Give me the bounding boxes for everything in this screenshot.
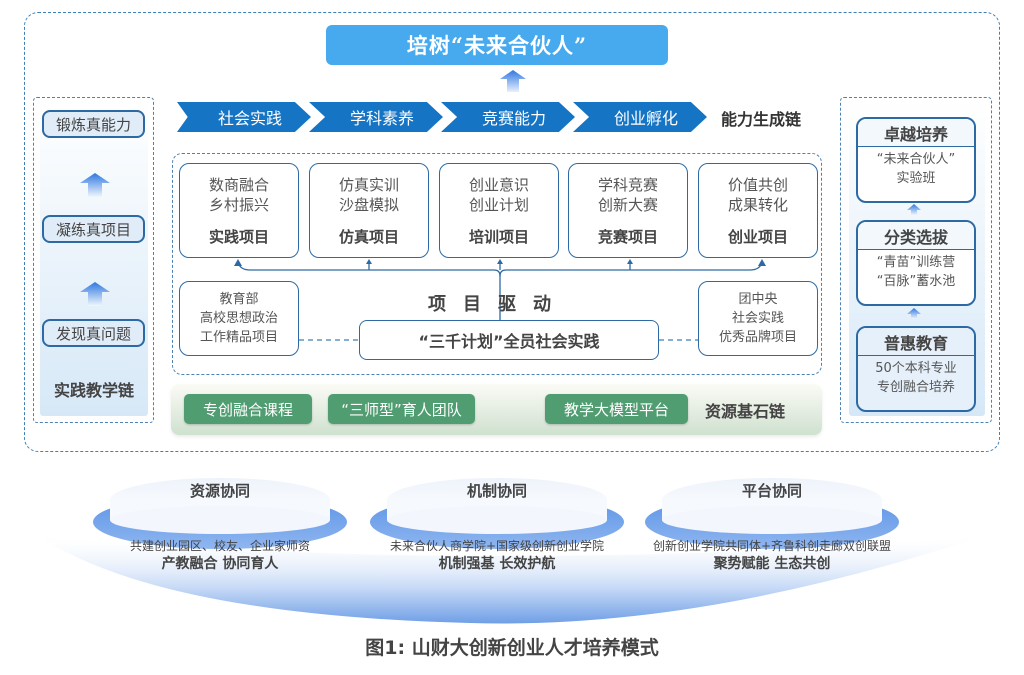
practice-item-project: 凝练真项目 bbox=[42, 215, 145, 243]
chain-step-incubation: 创业孵化 bbox=[573, 102, 707, 132]
project-line: 乡村振兴 bbox=[208, 196, 269, 214]
moe-project-card: 教育部 高校思想政治 工作精品项目 bbox=[179, 281, 299, 356]
talent-chain-frame bbox=[840, 97, 992, 423]
talent-card-selection: 分类选拔 “青苗”训练营 “百脉”蓄水池 bbox=[856, 220, 976, 306]
card-line: 社会实践 bbox=[731, 311, 784, 326]
project-line: 仿真实训 bbox=[338, 176, 399, 194]
talent-card-line: 50个本科专业 bbox=[875, 361, 957, 376]
arrow-up-icon bbox=[80, 282, 110, 306]
synergy-bold-resource: 产教融合 协同育人 bbox=[161, 556, 279, 572]
project-line: 学科竞赛 bbox=[597, 176, 658, 194]
practice-chain-bg bbox=[40, 100, 148, 416]
resource-team: “三师型”育人团队 bbox=[328, 394, 475, 424]
synergy-bold-platform: 聚势赋能 生态共创 bbox=[713, 556, 831, 572]
talent-card-inclusive: 普惠教育 50个本科专业 专创融合培养 bbox=[856, 326, 976, 412]
arrow-up-icon bbox=[80, 173, 110, 197]
practice-chain-label: 实践教学链 bbox=[53, 381, 134, 400]
cyl-project-card: 团中央 社会实践 优秀品牌项目 bbox=[698, 281, 818, 356]
talent-card-line: 实验班 bbox=[896, 171, 936, 186]
project-card-competition: 学科竞赛 创新大赛 竞赛项目 bbox=[568, 163, 688, 258]
talent-card-title: 普惠教育 bbox=[858, 328, 974, 356]
outer-frame bbox=[24, 12, 1000, 452]
talent-card-title: 分类选拔 bbox=[858, 222, 974, 250]
synergy-title-resource: 资源协同 bbox=[189, 482, 250, 500]
ability-chain: 社会实践 学科素养 竞赛能力 创业孵化 bbox=[177, 102, 707, 132]
synergy-sub-resource: 共建创业园区、校友、企业家师资 bbox=[129, 539, 310, 553]
synergy-sub-platform: 创新创业学院共同体+齐鲁科创走廊双创联盟 bbox=[652, 539, 892, 553]
resource-course: 专创融合课程 bbox=[184, 394, 312, 424]
chain-step-competition: 竞赛能力 bbox=[441, 102, 575, 132]
project-line: 成果转化 bbox=[727, 196, 788, 214]
card-line: 工作精品项目 bbox=[199, 330, 278, 345]
project-card-practice: 数商融合 乡村振兴 实践项目 bbox=[179, 163, 299, 258]
synergy-base bbox=[40, 478, 980, 624]
arrow-up-icon bbox=[500, 70, 526, 92]
project-line: 数商融合 bbox=[208, 176, 269, 194]
project-line: 创新大赛 bbox=[597, 196, 658, 214]
project-type: 实践项目 bbox=[208, 228, 269, 246]
project-type: 竞赛项目 bbox=[597, 228, 658, 246]
project-drive-label: 项目驱动 bbox=[428, 294, 568, 315]
project-type: 仿真项目 bbox=[338, 228, 399, 246]
project-type: 创业项目 bbox=[727, 228, 788, 246]
card-line: 教育部 bbox=[219, 292, 259, 307]
project-card-simulation: 仿真实训 沙盘模拟 仿真项目 bbox=[309, 163, 429, 258]
talent-card-title: 卓越培养 bbox=[858, 119, 974, 147]
resource-chain-label: 资源基石链 bbox=[705, 402, 786, 421]
synergy-title-platform: 平台协同 bbox=[741, 482, 802, 500]
chain-step-discipline: 学科素养 bbox=[309, 102, 443, 132]
project-frame bbox=[172, 153, 822, 375]
synergy-title-mechanism: 机制协同 bbox=[466, 482, 527, 500]
talent-card-line: “青苗”训练营 bbox=[876, 255, 956, 270]
card-line: 团中央 bbox=[738, 292, 778, 307]
ability-chain-label: 能力生成链 bbox=[721, 110, 802, 129]
practice-item-problem: 发现真问题 bbox=[42, 319, 145, 347]
project-line: 创业意识 bbox=[468, 176, 529, 194]
talent-card-line: “百脉”蓄水池 bbox=[876, 274, 956, 289]
practice-item-ability: 锻炼真能力 bbox=[42, 110, 145, 138]
talent-card-line: “未来合伙人” bbox=[876, 152, 956, 167]
project-type: 培训项目 bbox=[468, 228, 529, 246]
arrow-up-icon bbox=[907, 204, 921, 215]
card-line: 高校思想政治 bbox=[199, 311, 278, 326]
card-line: 优秀品牌项目 bbox=[718, 330, 797, 345]
practice-chain-frame bbox=[33, 97, 154, 423]
page-title: 培树“未来合伙人” bbox=[326, 25, 668, 65]
project-card-venture: 价值共创 成果转化 创业项目 bbox=[698, 163, 818, 258]
arrow-up-icon bbox=[907, 308, 921, 319]
talent-card-line: 专创融合培养 bbox=[876, 380, 955, 395]
disc-platform bbox=[645, 478, 899, 549]
project-card-training: 创业意识 创业计划 培训项目 bbox=[439, 163, 559, 258]
disc-resource bbox=[93, 478, 347, 549]
synergy-sub-mechanism: 未来合伙人商学院+国家级创新创业学院 bbox=[389, 539, 605, 553]
resource-platform: 教学大模型平台 bbox=[545, 394, 688, 424]
project-line: 创业计划 bbox=[468, 196, 529, 214]
three-thousand-plan-box: “三千计划”全员社会实践 bbox=[359, 320, 659, 360]
figure-caption: 图1: 山财大创新创业人才培养模式 bbox=[365, 637, 659, 659]
talent-card-excellence: 卓越培养 “未来合伙人” 实验班 bbox=[856, 117, 976, 203]
synergy-bold-mechanism: 机制强基 长效护航 bbox=[438, 556, 556, 572]
disc-mechanism bbox=[370, 478, 624, 549]
project-line: 价值共创 bbox=[727, 176, 788, 194]
chain-step-social-practice: 社会实践 bbox=[177, 102, 311, 132]
project-line: 沙盘模拟 bbox=[338, 196, 399, 214]
